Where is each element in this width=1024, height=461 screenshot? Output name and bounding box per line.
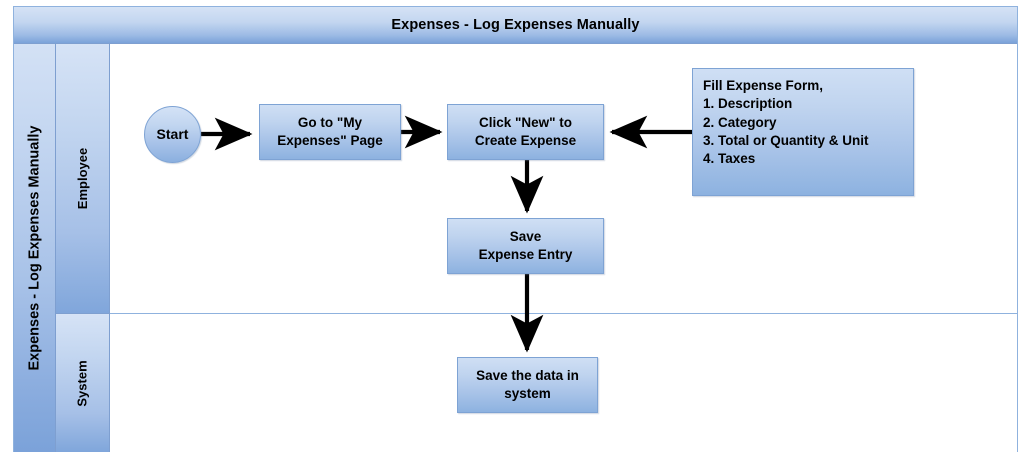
pool-vertical-label: Expenses - Log Expenses Manually xyxy=(14,44,56,452)
lane-header-system: System xyxy=(56,314,110,452)
lane-header-system-label: System xyxy=(75,359,90,407)
pool-title: Expenses - Log Expenses Manually xyxy=(14,7,1017,44)
node-start-label: Start xyxy=(156,126,189,143)
lane-header-employee-label: Employee xyxy=(75,147,91,210)
node-start[interactable]: Start xyxy=(144,106,201,163)
lane-header-employee: Employee xyxy=(56,44,110,314)
pool-vertical-label-text: Expenses - Log Expenses Manually xyxy=(26,125,43,371)
